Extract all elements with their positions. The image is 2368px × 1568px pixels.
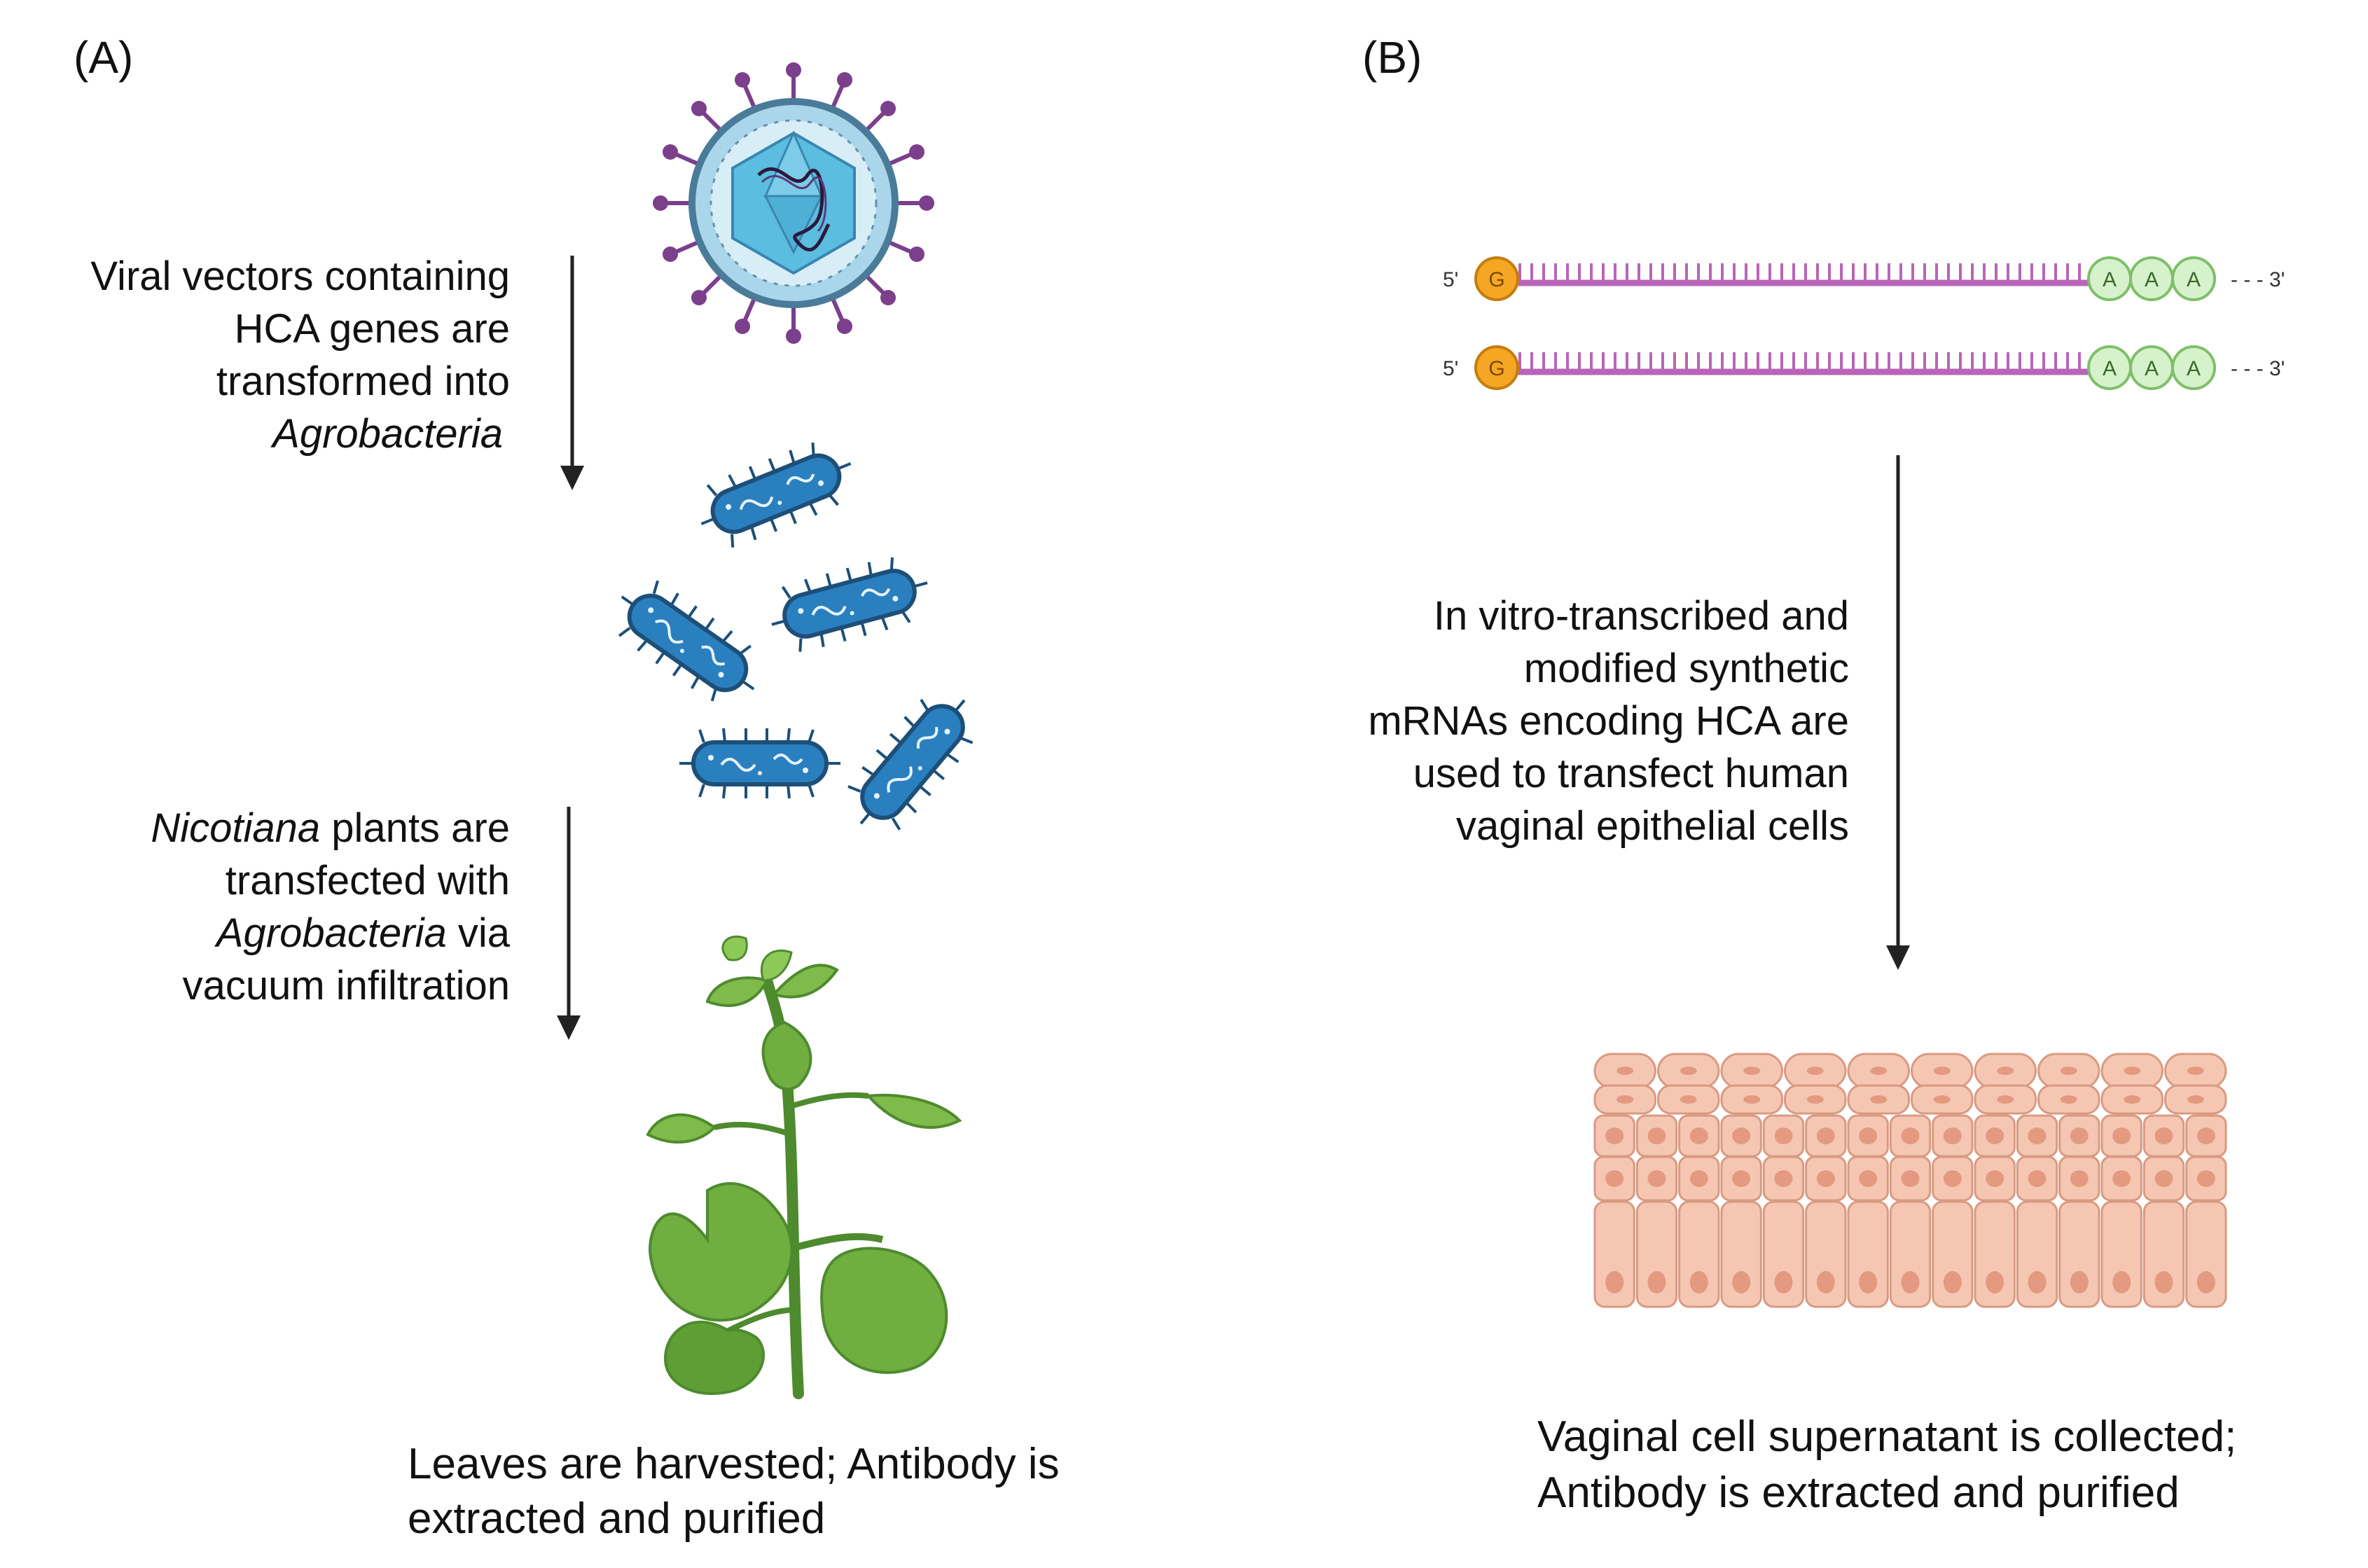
panel-b-result-text: Vaginal cell supernatant is collected; A… — [1537, 1413, 2237, 1517]
polya-label: A — [2145, 357, 2159, 380]
mrna-strand-icon: 5' G A A A - - - 3' 5' G A A A - - - 3' — [1443, 256, 2285, 390]
three-prime-label: - - - 3' — [2231, 268, 2285, 291]
three-prime-label: - - - 3' — [2231, 357, 2285, 380]
polya-label: A — [2103, 268, 2117, 291]
cap-circle — [1474, 345, 1519, 390]
polya-label: A — [2187, 268, 2201, 291]
panel-a-label: (A) — [74, 32, 134, 83]
panel-b-step-text: In vitro-transcribed and modified synthe… — [1368, 593, 1849, 849]
five-prime-label: 5' — [1443, 357, 1458, 380]
panel-a-result-text: Leaves are harvested; Antibody is extrac… — [408, 1440, 1060, 1543]
polya-circle — [2171, 345, 2216, 390]
panel-a-step1-text: Viral vectors containing HCA genes are t… — [90, 254, 510, 457]
polya-label: A — [2145, 268, 2159, 291]
cap-label: G — [1488, 357, 1504, 380]
cap-circle — [1474, 256, 1519, 301]
virus-icon — [653, 62, 934, 344]
cap-label: G — [1488, 268, 1504, 291]
arrow-step2 — [557, 807, 581, 1040]
vaginal-epithelium-icon — [1593, 1053, 2227, 1308]
five-prime-label: 5' — [1443, 268, 1458, 291]
nicotiana-plant-icon — [646, 935, 962, 1399]
agrobacteria-icon — [602, 431, 991, 847]
polya-label: A — [2187, 357, 2201, 380]
polya-circle — [2171, 256, 2216, 301]
arrow-step1 — [560, 256, 584, 490]
polya-label: A — [2103, 357, 2117, 380]
panel-b-label: (B) — [1362, 32, 1422, 83]
arrow-panel-b — [1886, 455, 1910, 970]
